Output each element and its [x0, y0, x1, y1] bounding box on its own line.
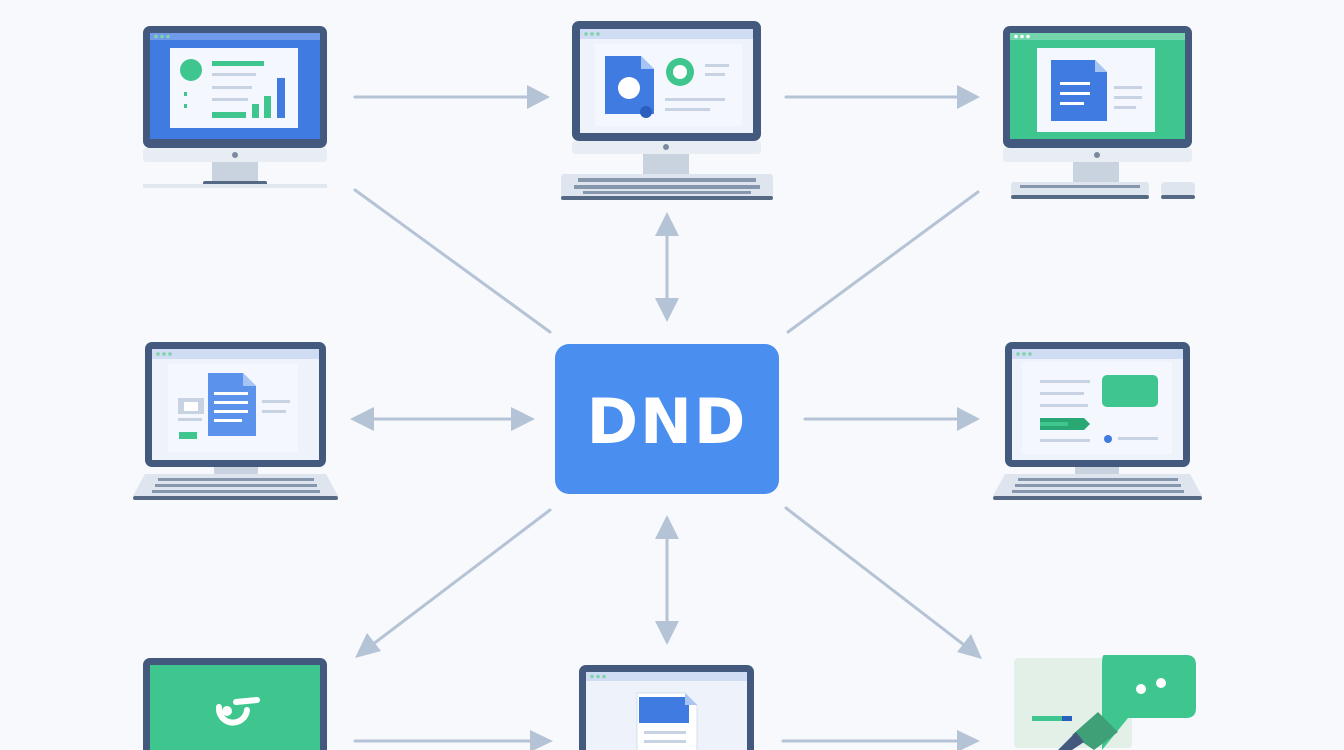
keyboard-icon	[993, 474, 1202, 500]
arrow-bottom-center-to-bottom-right	[781, 730, 980, 750]
node-top-right-desktop[interactable]	[1003, 26, 1195, 199]
connections	[350, 85, 982, 750]
arrow-bottom-left-to-bottom-center	[353, 730, 553, 750]
arrow-hub-middle-left-bidirectional	[350, 407, 535, 431]
hub-label: DND	[587, 385, 748, 458]
arrow-hub-top-center-bidirectional	[655, 212, 679, 322]
node-bottom-right-chat[interactable]	[1014, 655, 1196, 750]
media-card-icon	[1102, 375, 1158, 407]
arrow-hub-to-bottom-left	[355, 508, 552, 658]
node-top-left-desktop[interactable]	[143, 26, 327, 188]
hub-box	[555, 344, 779, 494]
keyboard-icon	[1011, 182, 1149, 199]
arrow-hub-bottom-center-bidirectional	[655, 515, 679, 645]
node-middle-right-laptop[interactable]	[993, 342, 1202, 500]
pointer-hand-icon	[1072, 712, 1118, 750]
arrow-hub-to-bottom-right	[784, 506, 982, 659]
node-bottom-center-monitor[interactable]	[579, 665, 754, 750]
node-middle-left-laptop[interactable]	[133, 342, 338, 500]
bar-chart-icon	[212, 112, 246, 118]
node-bottom-left-monitor[interactable]	[143, 658, 327, 750]
node-top-center-desktop[interactable]	[561, 21, 773, 200]
document-icon	[1051, 60, 1107, 121]
sync-symbol-icon	[215, 697, 260, 726]
arrow-top-center-to-top-right	[784, 85, 980, 109]
keyboard-icon	[133, 474, 338, 500]
line-top-left-to-hub	[353, 188, 552, 334]
hub-node[interactable]: DND	[555, 344, 779, 494]
keyboard-icon	[561, 174, 773, 200]
document-icon	[636, 692, 698, 750]
document-pages-icon	[178, 373, 256, 439]
chat-bubble-icon	[1102, 655, 1196, 750]
document-icon	[605, 56, 654, 118]
line-top-right-to-hub	[786, 190, 980, 334]
arrow-top-left-to-top-center	[353, 85, 550, 109]
mouse-icon	[1161, 182, 1195, 199]
chart-donut-icon	[180, 59, 202, 81]
arrow-hub-to-middle-right	[803, 407, 980, 431]
